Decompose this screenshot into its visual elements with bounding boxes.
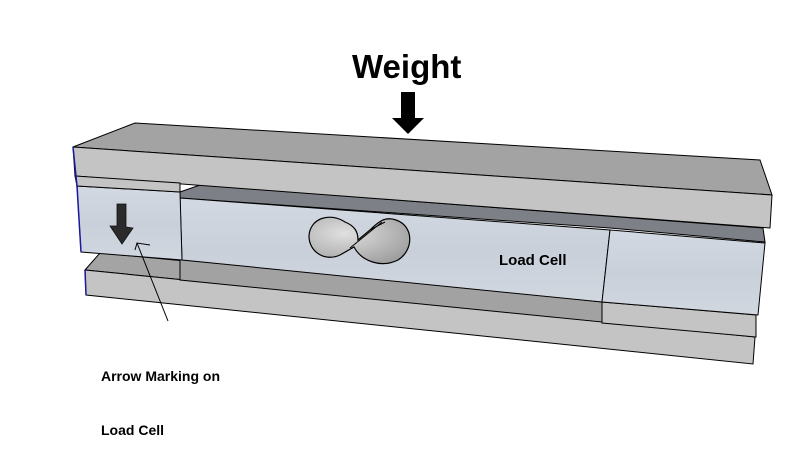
load-cell-label: Load Cell — [499, 252, 567, 269]
annotation-line-2: Load Cell — [101, 422, 165, 438]
strain-hole-icon — [308, 216, 411, 265]
load-cell-left-face — [76, 185, 183, 261]
direction-arrow-marking-icon — [109, 203, 134, 245]
weight-title: Weight — [352, 48, 462, 85]
annotation-leader-line — [134, 242, 169, 322]
annotation-line-1: Arrow Marking on — [101, 368, 221, 384]
top-plate — [72, 122, 773, 229]
weight-arrow-icon — [392, 92, 424, 134]
arrow-marking-annotation: Arrow Marking on Load Cell — [101, 331, 220, 457]
load-cell-diagram — [72, 92, 773, 365]
load-cell-right-face — [601, 229, 766, 316]
